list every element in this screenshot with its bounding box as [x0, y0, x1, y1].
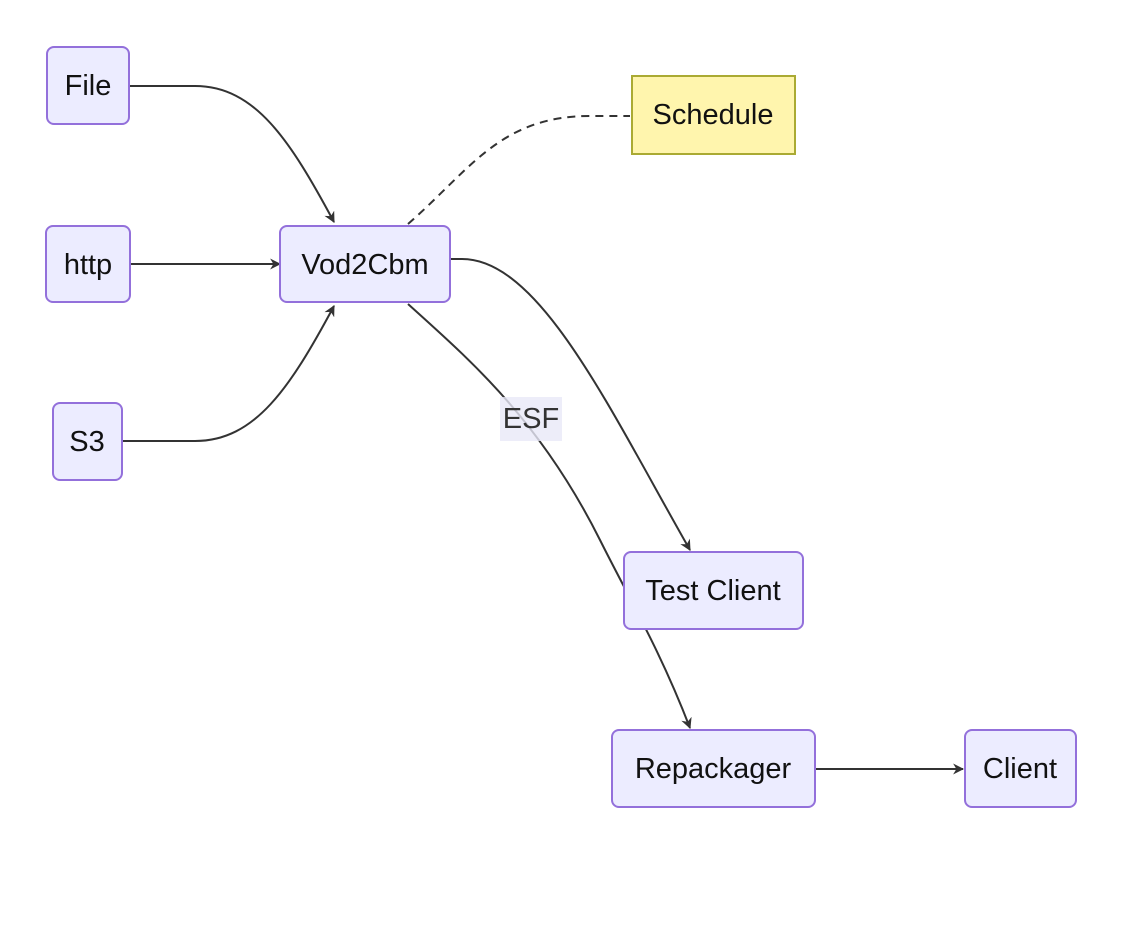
- node-repackager-label: Repackager: [635, 753, 792, 785]
- node-repackager[interactable]: Repackager: [611, 729, 816, 808]
- node-vod2cbm[interactable]: Vod2Cbm: [279, 225, 451, 303]
- node-file[interactable]: File: [46, 46, 130, 125]
- node-vod2cbm-label: Vod2Cbm: [301, 249, 428, 281]
- node-test-client-label: Test Client: [645, 575, 780, 607]
- edge-label-esf-text: ESF: [503, 403, 559, 435]
- node-s3-label: S3: [69, 426, 104, 458]
- edge-file-to-vod2cbm: [130, 85, 335, 223]
- note-schedule-label: Schedule: [653, 99, 774, 131]
- node-client-label: Client: [983, 753, 1057, 785]
- edge-vod2cbm-to-repackager: [407, 303, 692, 730]
- note-schedule[interactable]: Schedule: [631, 75, 796, 155]
- node-http-label: http: [64, 249, 112, 281]
- edge-label-esf: ESF: [500, 397, 562, 441]
- node-s3[interactable]: S3: [52, 402, 123, 481]
- edges: [123, 85, 965, 775]
- edge-vod2cbm-to-test-client: [450, 258, 691, 551]
- node-http[interactable]: http: [45, 225, 131, 303]
- edge-vod2cbm-to-schedule: [407, 115, 630, 225]
- edge-s3-to-vod2cbm: [123, 305, 335, 442]
- node-test-client[interactable]: Test Client: [623, 551, 804, 630]
- node-file-label: File: [65, 70, 112, 102]
- node-client[interactable]: Client: [964, 729, 1077, 808]
